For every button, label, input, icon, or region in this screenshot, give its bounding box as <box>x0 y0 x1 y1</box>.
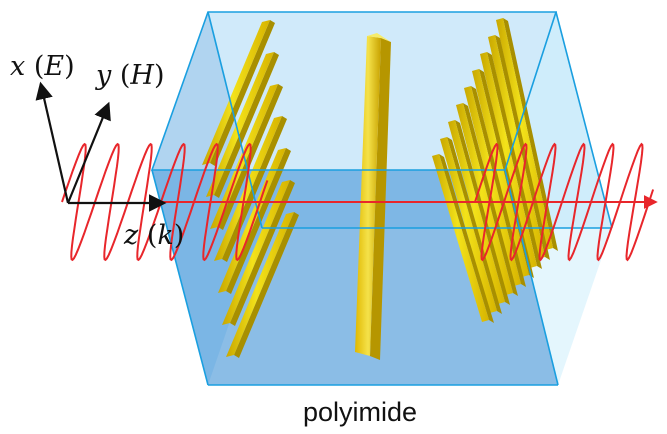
material-label: polyimide <box>303 397 417 427</box>
substrate-edge-tl <box>207 11 263 229</box>
left-grating-strip <box>202 20 270 165</box>
right-grating-strip <box>432 154 489 322</box>
right-wire-grating <box>432 18 558 323</box>
x-axis-field: E <box>43 51 64 82</box>
y-axis-label: y (H) <box>95 60 164 91</box>
z-axis-field: k <box>157 220 173 251</box>
left-grating-strip <box>214 116 282 261</box>
left-grating-strip-side <box>234 212 299 358</box>
substrate-right-face <box>505 12 612 385</box>
center-strip-side <box>370 38 391 360</box>
left-grating-strip <box>218 148 286 293</box>
z-axis-symbol: z <box>123 220 139 251</box>
coordinate-axes <box>35 81 167 212</box>
left-grating-strip-side <box>214 52 279 198</box>
x-axis-arrow <box>35 81 70 204</box>
y-axis-field: H <box>129 60 154 91</box>
right-grating-strip-side <box>503 18 558 251</box>
right-grating-strip <box>456 103 513 295</box>
right-grating-strip <box>440 137 497 313</box>
z-axis-label: z (k) <box>123 220 184 251</box>
left-grating-strip <box>226 212 294 357</box>
incident-wave <box>61 142 269 262</box>
left-grating-strip <box>222 180 290 325</box>
transmitted-wave <box>474 142 655 262</box>
y-axis-arrow <box>66 101 111 204</box>
left-grating-strip-side <box>230 180 295 326</box>
left-grating-strip-side <box>210 20 275 166</box>
left-grating-strip-side <box>222 116 287 262</box>
left-wire-grating <box>202 20 299 358</box>
x-axis-symbol: x <box>10 51 25 82</box>
substrate-edge-tr <box>555 11 613 229</box>
center-strip-face <box>355 36 381 356</box>
right-grating-strip-side <box>455 120 510 305</box>
substrate-left-face <box>152 12 262 385</box>
right-grating-strip-side <box>439 154 494 323</box>
em-wave <box>61 142 658 262</box>
left-grating-strip <box>206 52 274 197</box>
center-strip-top <box>367 33 391 42</box>
right-grating-strip <box>448 120 505 304</box>
substrate-edge-br <box>504 169 559 386</box>
right-grating-strip <box>496 18 553 250</box>
right-grating-strip-side <box>447 137 502 314</box>
y-axis-symbol: y <box>95 60 112 91</box>
left-grating-strip-side <box>226 148 291 294</box>
center-metal-strip <box>355 33 391 360</box>
x-axis-label: x (E) <box>10 51 75 82</box>
